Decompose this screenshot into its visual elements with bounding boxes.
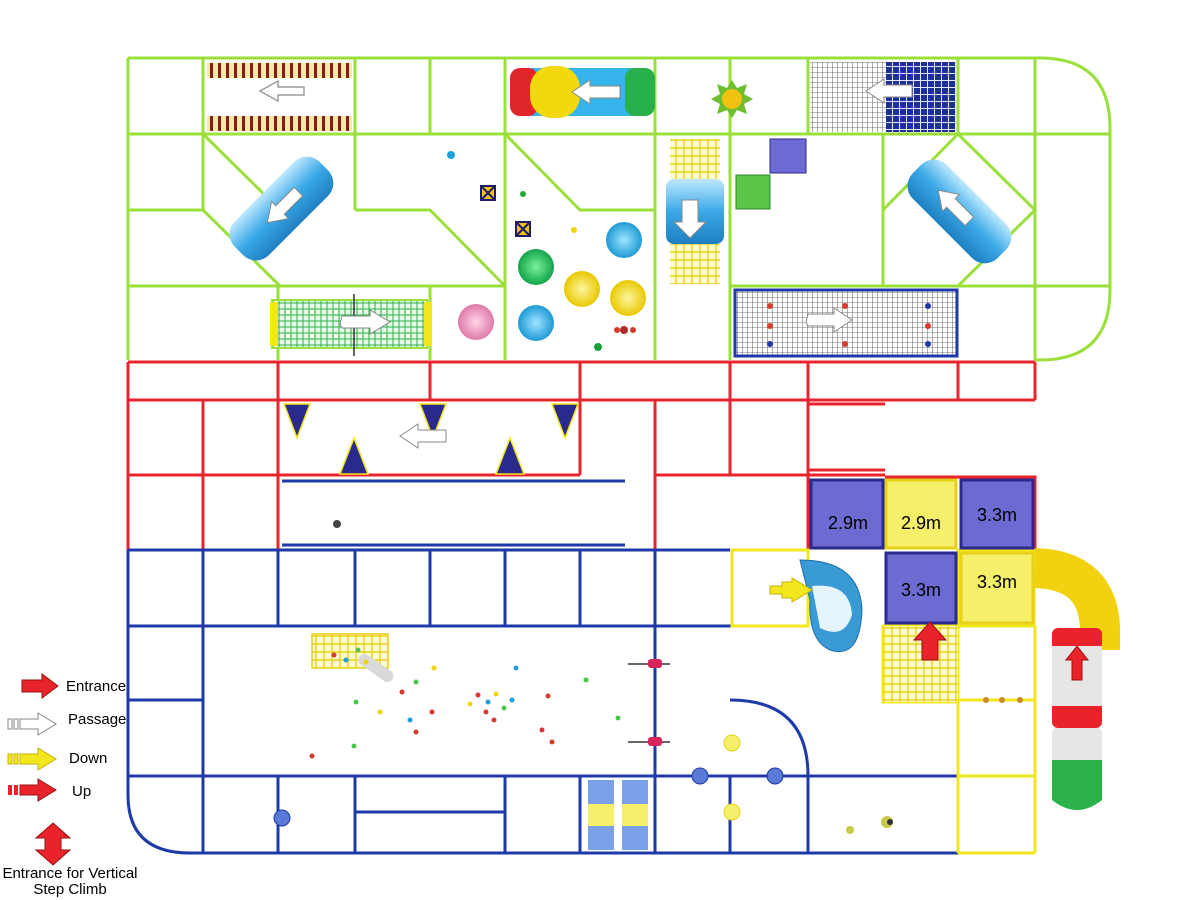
net-crawl — [810, 62, 886, 132]
legend-vertical-step-label: Entrance for Vertical Step Climb — [2, 865, 138, 898]
passage-arrow-icon — [7, 712, 57, 736]
spiky-ball-icon — [711, 80, 753, 118]
dot-marker — [333, 520, 341, 528]
tube-slide-exit — [1033, 548, 1120, 810]
triangle-obstacles — [282, 403, 580, 475]
platform-height-label: 3.3m — [977, 572, 1017, 592]
passage-arrow-icon — [865, 78, 913, 104]
platform-5 — [959, 551, 1035, 625]
vertical-step-entrance-icon — [912, 621, 948, 661]
up-arrow-icon — [8, 778, 57, 802]
spinner-bars — [628, 659, 670, 746]
ball-obstacles — [447, 151, 646, 351]
tube-slide-right — [907, 159, 1012, 264]
ball-pit — [309, 633, 621, 759]
net-tube-crawl — [270, 294, 432, 356]
passage-arrow-icon — [399, 423, 447, 449]
rope-ladder-bottom — [207, 116, 352, 131]
height-platforms: 2.9m 2.9m 3.3m 3.3m 3.3m — [809, 478, 1035, 625]
legend-entrance-label: Entrance — [66, 678, 127, 695]
legend-passage-label: Passage — [68, 711, 127, 728]
down-arrow-icon — [7, 747, 57, 771]
vertical-bridge — [666, 138, 807, 284]
legend-up-label: Up — [72, 783, 92, 800]
legend-down-label: Down — [69, 750, 108, 767]
platform-2 — [884, 478, 958, 550]
platform-1 — [809, 478, 885, 550]
step-blocks — [588, 780, 648, 850]
roller-tube — [510, 66, 655, 118]
platform-3 — [959, 478, 1035, 550]
platform-height-label: 2.9m — [828, 513, 868, 533]
red-level-frame — [126, 360, 1037, 550]
small-obstacles — [846, 697, 1023, 834]
platform-4 — [884, 551, 958, 625]
tube-slide-left — [229, 156, 334, 261]
rope-ladder-top — [207, 63, 352, 78]
spiral-slide — [769, 559, 863, 652]
platform-height-label: 3.3m — [977, 505, 1017, 525]
passage-arrow-icon — [258, 79, 305, 103]
net-crawl-lower — [733, 288, 959, 358]
entrance-arrow-icon — [21, 673, 59, 699]
platform-height-label: 2.9m — [901, 513, 941, 533]
blue-post-caps — [273, 734, 784, 827]
platform-height-label: 3.3m — [901, 580, 941, 600]
vertical-step-climb-icon — [34, 822, 72, 866]
